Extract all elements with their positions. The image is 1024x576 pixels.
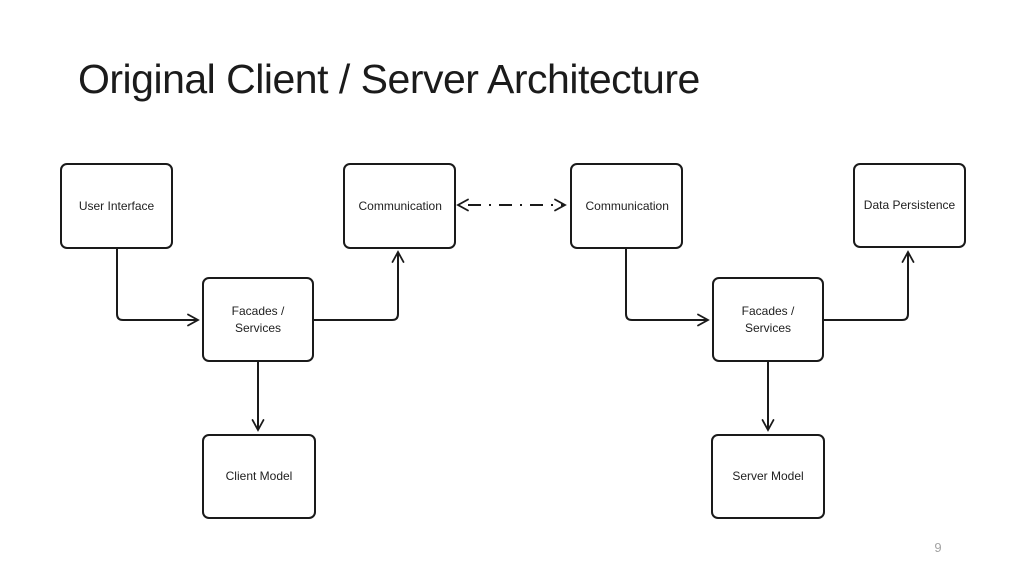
diagram-box-label: Server Model [732,469,804,484]
slide-title: Original Client / Server Architecture [78,56,700,102]
page-number: 9 [934,540,942,555]
diagram-box-server-model: Server Model [711,434,825,519]
diagram-box-communication-server: Communication [570,163,683,249]
connector-facades-client-to-communication-client [314,250,405,321]
connector-communication-server-to-facades-server [625,249,710,327]
diagram-box-facades-services-server: Facades / Services [712,277,824,362]
diagram-box-client-model: Client Model [202,434,316,519]
diagram-box-label: Client Model [225,469,293,484]
diagram-box-user-interface: User Interface [60,163,173,249]
diagram-box-label: Facades / Services [231,304,285,335]
diagram-box-label: Facades / Services [741,304,795,335]
diagram-box-facades-services-client: Facades / Services [202,277,314,362]
diagram-box-label: User Interface [78,198,155,213]
diagram-box-communication-client: Communication [343,163,456,249]
connector-facades-server-to-data-persistence [824,250,915,321]
connector-user-interface-to-facades-client [116,249,200,327]
diagram-box-label: Communication [585,198,669,213]
diagram-box-data-persistence: Data Persistence [853,163,966,248]
diagram-box-label: Data Persistence [863,198,956,213]
diagram-box-label: Communication [358,198,442,213]
